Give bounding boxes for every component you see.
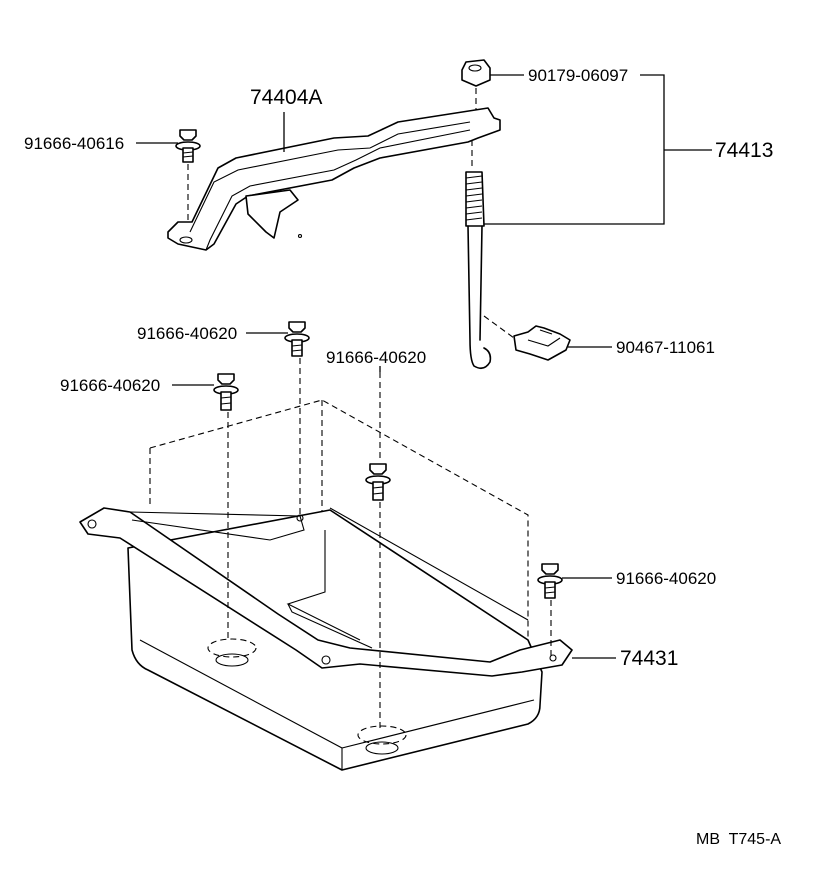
bolt-tray-a: [284, 321, 310, 357]
battery-tray: [79, 399, 573, 771]
hold-down-clamp: [167, 107, 501, 251]
tray-box: [127, 509, 543, 771]
label-90179-06097: 90179-06097: [528, 66, 628, 85]
hook-dash: [483, 315, 515, 339]
tray-flange-hole-mid: [321, 655, 331, 665]
bolt-clamp: [175, 129, 201, 163]
nut-top: [468, 64, 482, 72]
bolt-tray-b: [213, 373, 239, 411]
label-90467-11061: 90467-11061: [616, 338, 715, 357]
nut-shape: [461, 59, 491, 87]
label-91666-40616: 91666-40616: [24, 134, 124, 153]
tray-flange-hole-left: [87, 519, 97, 529]
tray-front-edge: [139, 639, 535, 770]
tray-flange: [79, 507, 573, 677]
bolt-tray-d: [537, 563, 563, 599]
tray-drain-left: [207, 638, 257, 658]
label-91666-40620-a: 91666-40620: [137, 324, 237, 343]
label-91666-40620-b: 91666-40620: [60, 376, 160, 395]
clamp-ridge: [189, 121, 471, 251]
clamp-tab: [245, 189, 299, 239]
tray-flange-hole-back: [296, 514, 304, 522]
label-74404a: 74404A: [250, 86, 322, 109]
tray-drain-right-inner: [365, 741, 399, 755]
clamp-body: [167, 107, 501, 251]
tray-inner-floor: [286, 530, 373, 649]
rod-assembly: [461, 59, 571, 370]
clamp-mark: [297, 233, 303, 239]
label-91666-40620-d: 91666-40620: [616, 569, 716, 588]
clamp-hole: [179, 236, 193, 244]
leader-lines: [136, 74, 712, 659]
hook-detail: [527, 329, 561, 347]
tray-drain-right: [357, 725, 407, 745]
tray-flange-inner: [129, 507, 529, 621]
label-91666-40620-c: 91666-40620: [326, 348, 426, 367]
tray-drain-left-inner: [215, 653, 249, 667]
label-74413: 74413: [715, 139, 773, 162]
footer-code: MB T745-A: [696, 831, 781, 848]
hook-shape: [513, 325, 571, 361]
rod-shaft: [467, 225, 492, 370]
tray-flange-hole-right: [549, 654, 557, 662]
rod-thread-lines: [465, 175, 483, 221]
label-74431: 74431: [620, 647, 678, 670]
bolt-tray-c: [365, 463, 391, 501]
